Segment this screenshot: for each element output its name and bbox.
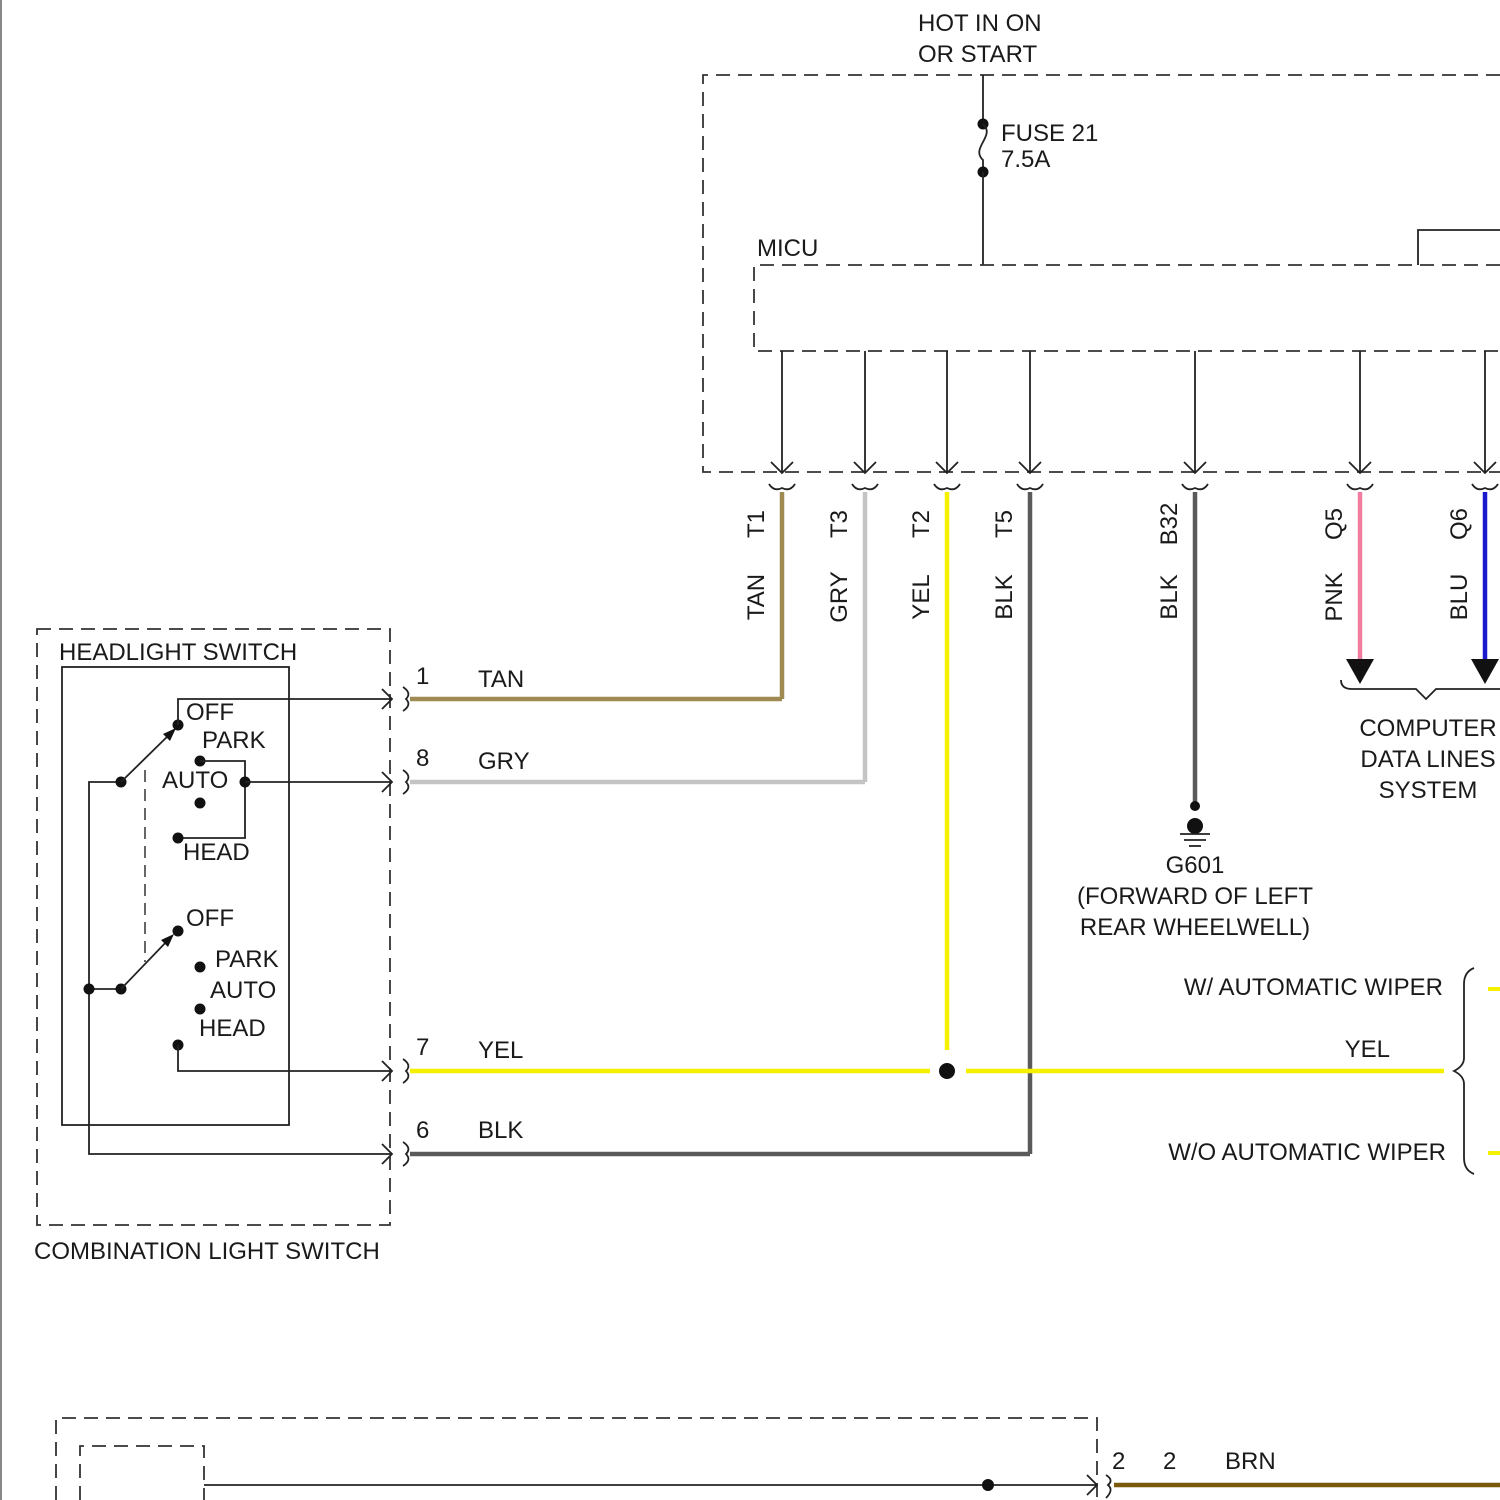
switch-connector-pins: [382, 687, 408, 1166]
data-lines-line3: SYSTEM: [1379, 777, 1478, 804]
data-lines-line1: COMPUTER: [1359, 715, 1496, 742]
conn-pin-7: 7: [416, 1034, 429, 1061]
conn-pin-6: 6: [416, 1117, 429, 1144]
terminal-pin-label: T1: [743, 510, 770, 538]
ground-icon: [1180, 801, 1210, 846]
micu-inner-box: [754, 230, 1500, 351]
conn-pin-1: 1: [416, 663, 429, 690]
combination-switch-label: COMBINATION LIGHT SWITCH: [34, 1238, 380, 1265]
bottom-pin-a: 2: [1112, 1448, 1125, 1475]
conn-wire-yel: YEL: [478, 1037, 523, 1064]
terminal-wire-label: BLK: [1156, 574, 1183, 619]
terminal-pin-label: Q5: [1321, 508, 1348, 540]
yel-junction-dot: [939, 1063, 955, 1079]
upper-pos-off: OFF: [186, 699, 234, 726]
bottom-pin-b: 2: [1163, 1448, 1176, 1475]
terminal-pin-label: B32: [1156, 503, 1183, 546]
fuse-rating: 7.5A: [1001, 146, 1050, 173]
wiper-without-label: W/O AUTOMATIC WIPER: [1168, 1139, 1446, 1166]
terminal-connector: [852, 484, 878, 489]
terminal-wire-label: TAN: [743, 574, 770, 620]
lower-pos-off: OFF: [186, 905, 234, 932]
terminal-connector: [1017, 484, 1043, 489]
terminal-connector: [1182, 484, 1208, 489]
bottom-component: [56, 1418, 1500, 1500]
ground-name: G601: [1166, 852, 1225, 879]
micu-outer-box: [703, 75, 1500, 472]
switch-contacts: [84, 699, 393, 1154]
headlight-switch-title: HEADLIGHT SWITCH: [59, 639, 297, 666]
wiper-with-label: W/ AUTOMATIC WIPER: [1184, 974, 1443, 1001]
terminal-wire-label: PNK: [1321, 572, 1348, 621]
power-label-line1: HOT IN ON: [918, 10, 1042, 37]
terminal-connector: [1472, 484, 1498, 489]
upper-pos-auto: AUTO: [162, 767, 228, 794]
conn-pin-8: 8: [416, 745, 429, 772]
wiper-wire-label: YEL: [1345, 1036, 1390, 1063]
micu-label: MICU: [757, 235, 818, 262]
pin-connector: [403, 770, 408, 794]
conn-wire-tan: TAN: [478, 666, 524, 693]
ground-location-line2: REAR WHEELWELL): [1080, 914, 1310, 941]
bottom-wire-brn: BRN: [1225, 1448, 1276, 1475]
terminal-wire-label: BLU: [1446, 574, 1473, 621]
terminal-wire-label: GRY: [826, 571, 853, 623]
ground-location-line1: (FORWARD OF LEFT: [1077, 883, 1313, 910]
terminal-connector: [934, 484, 960, 489]
data-lines-brace: [1341, 659, 1500, 699]
terminal-connector: [1347, 484, 1373, 489]
power-label-line2: OR START: [918, 41, 1037, 68]
terminal-connector: [769, 484, 795, 489]
terminal-pin-label: T5: [991, 510, 1018, 538]
fuse-name: FUSE 21: [1001, 120, 1098, 147]
pin-connector: [403, 1142, 408, 1166]
lower-pos-park: PARK: [215, 946, 279, 973]
terminal-wire-label: BLK: [991, 574, 1018, 619]
upper-pos-park: PARK: [202, 727, 266, 754]
terminal-pin-label: Q6: [1446, 508, 1473, 540]
lower-pos-auto: AUTO: [210, 977, 276, 1004]
data-lines-line2: DATA LINES: [1360, 746, 1495, 773]
upper-pos-head: HEAD: [183, 839, 250, 866]
pin-connector: [403, 687, 408, 711]
terminal-pin-label: T2: [908, 510, 935, 538]
fuse-21: [978, 75, 989, 265]
conn-wire-gry: GRY: [478, 748, 530, 775]
lower-pos-head: HEAD: [199, 1015, 266, 1042]
conn-wire-blk: BLK: [478, 1117, 523, 1144]
pin-connector: [403, 1059, 408, 1083]
terminal-pin-label: T3: [826, 510, 853, 538]
terminal-wire-label: YEL: [908, 574, 935, 619]
wiper-brace: [1454, 968, 1500, 1174]
